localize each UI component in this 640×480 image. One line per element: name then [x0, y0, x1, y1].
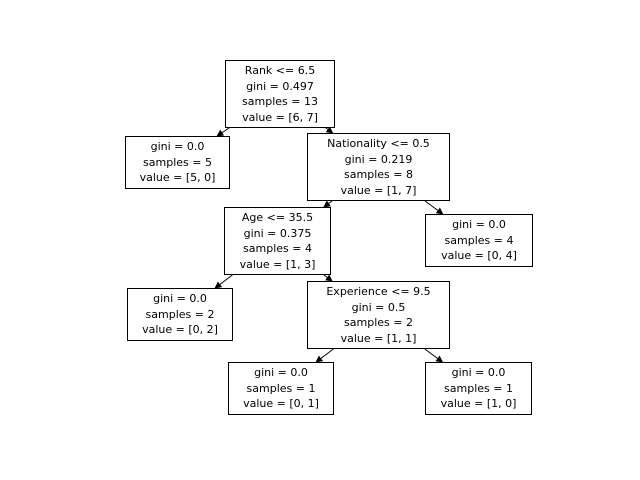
- tree-edge: [315, 348, 334, 363]
- node-value: value = [1, 1]: [340, 331, 417, 345]
- node-rank-split: Rank <= 6.5 gini = 0.497 samples = 13 va…: [225, 60, 335, 128]
- node-leaf-5-0: gini = 0.0 samples = 5 value = [5, 0]: [125, 136, 230, 189]
- node-samples: samples = 8: [344, 168, 413, 181]
- node-condition: Experience <= 9.5: [326, 285, 431, 298]
- node-samples: samples = 13: [242, 95, 318, 108]
- node-value: value = [1, 3]: [239, 257, 316, 271]
- node-value: value = [6, 7]: [242, 110, 318, 124]
- node-gini: gini = 0.0: [254, 366, 308, 380]
- tree-edge: [216, 127, 230, 137]
- node-leaf-0-1: gini = 0.0 samples = 1 value = [0, 1]: [228, 362, 334, 415]
- tree-edge: [424, 200, 444, 215]
- node-samples: samples = 4: [444, 233, 514, 247]
- node-samples: samples = 1: [246, 381, 316, 395]
- tree-edge: [424, 348, 444, 363]
- node-value: value = [0, 4]: [441, 249, 517, 263]
- node-gini: gini = 0.0: [150, 140, 205, 154]
- node-value: value = [5, 0]: [139, 171, 216, 185]
- node-condition: Nationality <= 0.5: [327, 137, 430, 150]
- node-samples: samples = 5: [143, 155, 212, 169]
- node-gini: gini = 0.5: [351, 300, 406, 314]
- node-gini: gini = 0.0: [153, 292, 207, 306]
- node-samples: samples = 4: [243, 242, 312, 255]
- node-leaf-0-2: gini = 0.0 samples = 2 value = [0, 2]: [127, 288, 233, 341]
- node-samples: samples = 2: [344, 316, 413, 329]
- node-condition: Age <= 35.5: [241, 211, 314, 224]
- tree-edge: [214, 274, 233, 289]
- node-value: value = [0, 2]: [142, 323, 218, 337]
- node-leaf-1-0: gini = 0.0 samples = 1 value = [1, 0]: [425, 362, 532, 415]
- node-value: value = [1, 7]: [340, 183, 417, 197]
- node-leaf-0-4: gini = 0.0 samples = 4 value = [0, 4]: [425, 214, 533, 267]
- node-age-split: Age <= 35.5 gini = 0.375 samples = 4 val…: [224, 207, 331, 275]
- node-gini: gini = 0.375: [243, 226, 312, 240]
- node-samples: samples = 1: [444, 381, 513, 395]
- node-gini: gini = 0.0: [452, 218, 506, 232]
- node-gini: gini = 0.497: [246, 79, 314, 93]
- node-experience-split: Experience <= 9.5 gini = 0.5 samples = 2…: [307, 281, 450, 349]
- node-condition: Rank <= 6.5: [244, 64, 316, 77]
- node-value: value = [1, 0]: [440, 397, 517, 411]
- node-gini: gini = 0.0: [451, 366, 506, 380]
- node-samples: samples = 2: [145, 307, 215, 321]
- node-gini: gini = 0.219: [344, 152, 413, 166]
- node-value: value = [0, 1]: [243, 397, 319, 411]
- node-nationality-split: Nationality <= 0.5 gini = 0.219 samples …: [307, 133, 450, 201]
